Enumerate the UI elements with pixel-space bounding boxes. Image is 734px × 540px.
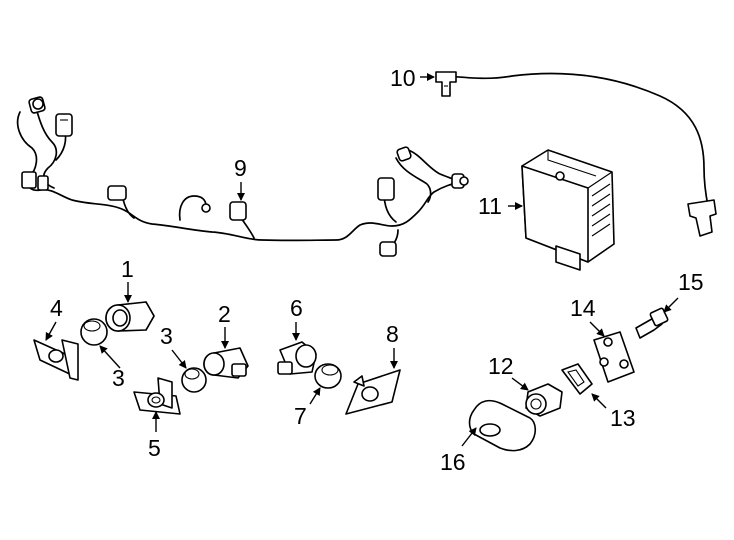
callout-13: 13 — [610, 405, 636, 431]
leader-12 — [511, 377, 529, 391]
sensor-part-2 — [203, 347, 249, 379]
callout-12: 12 — [488, 353, 514, 379]
leader-14 — [589, 321, 605, 337]
leader-7 — [309, 387, 321, 405]
leader-15 — [663, 297, 679, 313]
bracket-part-14 — [593, 331, 635, 383]
callout-3b: 3 — [112, 365, 125, 391]
callout-14: 14 — [570, 295, 596, 321]
control-module-part-11 — [521, 149, 615, 271]
callout-15: 15 — [678, 269, 704, 295]
bolt-part-15 — [635, 307, 669, 339]
sensor-part-6 — [277, 341, 317, 375]
callout-16: 16 — [440, 449, 466, 475]
leader-lines — [45, 73, 679, 447]
callout-11: 11 — [478, 193, 502, 219]
leader-13 — [591, 393, 607, 409]
bracket-part-13 — [561, 363, 593, 395]
leader-16 — [461, 427, 477, 447]
callout-9: 9 — [234, 155, 247, 181]
wiring-harness — [16, 96, 469, 257]
callout-6: 6 — [290, 295, 303, 321]
bracket-part-4 — [33, 339, 79, 381]
callout-10: 10 — [390, 65, 416, 91]
retainer-part-7 — [314, 363, 342, 389]
leader-3a — [171, 349, 187, 369]
callout-3a: 3 — [160, 323, 173, 349]
callout-7: 7 — [294, 403, 307, 429]
callout-4: 4 — [50, 295, 63, 321]
bracket-part-5 — [133, 377, 181, 415]
callout-2: 2 — [218, 301, 231, 327]
callout-1: 1 — [121, 256, 134, 282]
camera-part-12 — [525, 383, 563, 417]
callout-5: 5 — [148, 435, 161, 461]
sensor-part-1 — [105, 301, 155, 332]
leader-3b — [99, 345, 121, 369]
leader-4 — [45, 321, 57, 341]
bracket-part-8 — [345, 369, 401, 415]
retainer-part-3a — [80, 318, 108, 346]
callout-8: 8 — [386, 321, 399, 347]
antenna-cable-part-10 — [435, 71, 717, 237]
retainer-part-3b — [181, 367, 207, 393]
